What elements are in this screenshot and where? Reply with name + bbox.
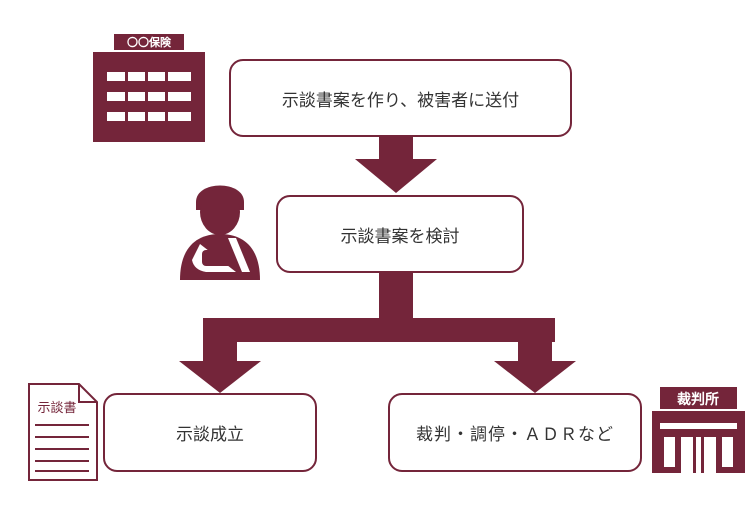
outcome-settled: 示談成立: [103, 393, 317, 472]
injured-person-icon: [180, 185, 260, 280]
arrow-send-to-review: [355, 137, 437, 193]
settlement-document-icon: 示談書: [28, 383, 98, 481]
step-review-draft: 示談書案を検討: [276, 195, 524, 273]
step-send-draft: 示談書案を作り、被害者に送付: [229, 59, 572, 137]
insurance-company-building-icon: 〇〇保険: [93, 34, 205, 142]
step-send-draft-label: 示談書案を作り、被害者に送付: [281, 90, 520, 111]
arrow-review-to-outcomes: [179, 273, 576, 393]
document-title: 示談書: [37, 400, 76, 416]
outcome-settled-label: 示談成立: [176, 425, 244, 445]
outcome-litigation: 裁判・調停・ＡＤＲなど: [388, 393, 642, 472]
step-review-draft-label: 示談書案を検討: [340, 226, 460, 247]
courthouse-icon: 裁判所: [652, 387, 745, 473]
insurer-sign-label: 〇〇保険: [127, 35, 172, 49]
outcome-litigation-label: 裁判・調停・ＡＤＲなど: [416, 425, 614, 445]
court-sign-label: 裁判所: [677, 391, 719, 408]
